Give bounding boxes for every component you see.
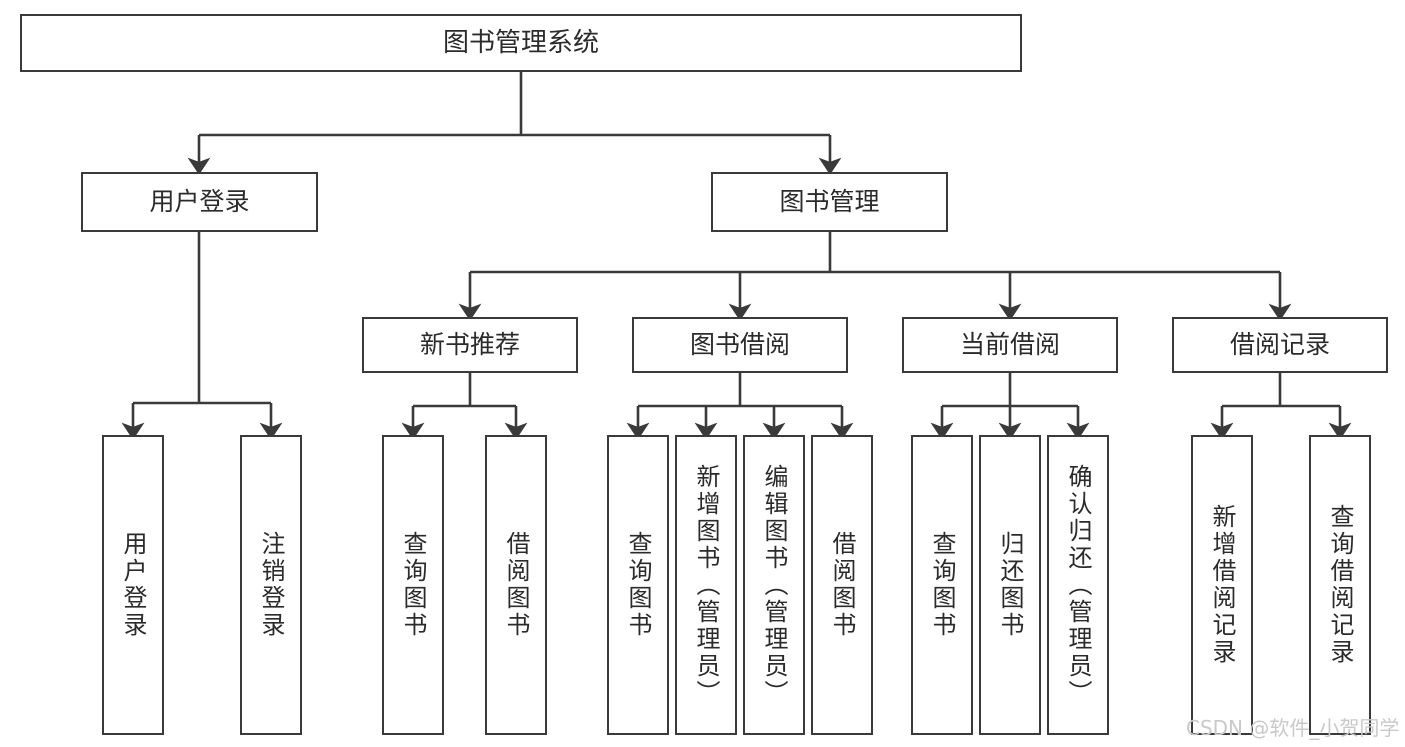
leaf-logout-login[interactable]: 注销登录 [240, 435, 302, 735]
node-label: 确认归还（管理员） [1064, 463, 1092, 707]
node-label: 图书管理系统 [442, 27, 599, 58]
node-label: 图书管理 [779, 187, 880, 217]
leaf-borrow-book[interactable]: 借阅图书 [811, 435, 873, 735]
node-label: 用户登录 [119, 531, 147, 639]
node-label: 当前借阅 [959, 330, 1060, 360]
node-label: 借阅图书 [502, 531, 530, 639]
node-label: 借阅记录 [1229, 330, 1330, 360]
node-root-system[interactable]: 图书管理系统 [20, 14, 1022, 72]
node-user-login[interactable]: 用户登录 [81, 172, 318, 232]
node-label: 注销登录 [257, 531, 285, 639]
node-label: 查询借阅记录 [1326, 504, 1354, 666]
leaf-confirm-return[interactable]: 确认归还（管理员） [1047, 435, 1109, 735]
node-label: 归还图书 [996, 531, 1024, 639]
leaf-query-borrow-record[interactable]: 查询借阅记录 [1309, 435, 1371, 735]
node-label: 查询图书 [624, 531, 652, 639]
leaf-query-book-borrow[interactable]: 查询图书 [607, 435, 669, 735]
leaf-user-login[interactable]: 用户登录 [102, 435, 164, 735]
node-label: 图书借阅 [689, 330, 790, 360]
node-label: 查询图书 [928, 531, 956, 639]
node-new-book-recommend[interactable]: 新书推荐 [362, 317, 578, 373]
node-label: 编辑图书（管理员） [760, 463, 788, 707]
node-book-borrow[interactable]: 图书借阅 [632, 317, 848, 373]
leaf-query-book-recommend[interactable]: 查询图书 [382, 435, 444, 735]
leaf-edit-book[interactable]: 编辑图书（管理员） [743, 435, 805, 735]
node-label: 新增图书（管理员） [692, 463, 720, 707]
node-book-manage[interactable]: 图书管理 [711, 172, 948, 232]
node-borrow-record[interactable]: 借阅记录 [1172, 317, 1388, 373]
leaf-return-book[interactable]: 归还图书 [979, 435, 1041, 735]
node-label: 借阅图书 [828, 531, 856, 639]
node-label: 新书推荐 [419, 330, 520, 360]
node-label: 用户登录 [149, 187, 250, 217]
node-current-borrow[interactable]: 当前借阅 [902, 317, 1118, 373]
node-label: 查询图书 [399, 531, 427, 639]
leaf-add-borrow-record[interactable]: 新增借阅记录 [1191, 435, 1253, 735]
csdn-watermark: CSDN @软件_小贺同学 [1186, 716, 1400, 740]
node-label: 新增借阅记录 [1208, 504, 1236, 666]
leaf-borrow-book-recommend[interactable]: 借阅图书 [485, 435, 547, 735]
leaf-query-book-current[interactable]: 查询图书 [911, 435, 973, 735]
leaf-add-book[interactable]: 新增图书（管理员） [675, 435, 737, 735]
